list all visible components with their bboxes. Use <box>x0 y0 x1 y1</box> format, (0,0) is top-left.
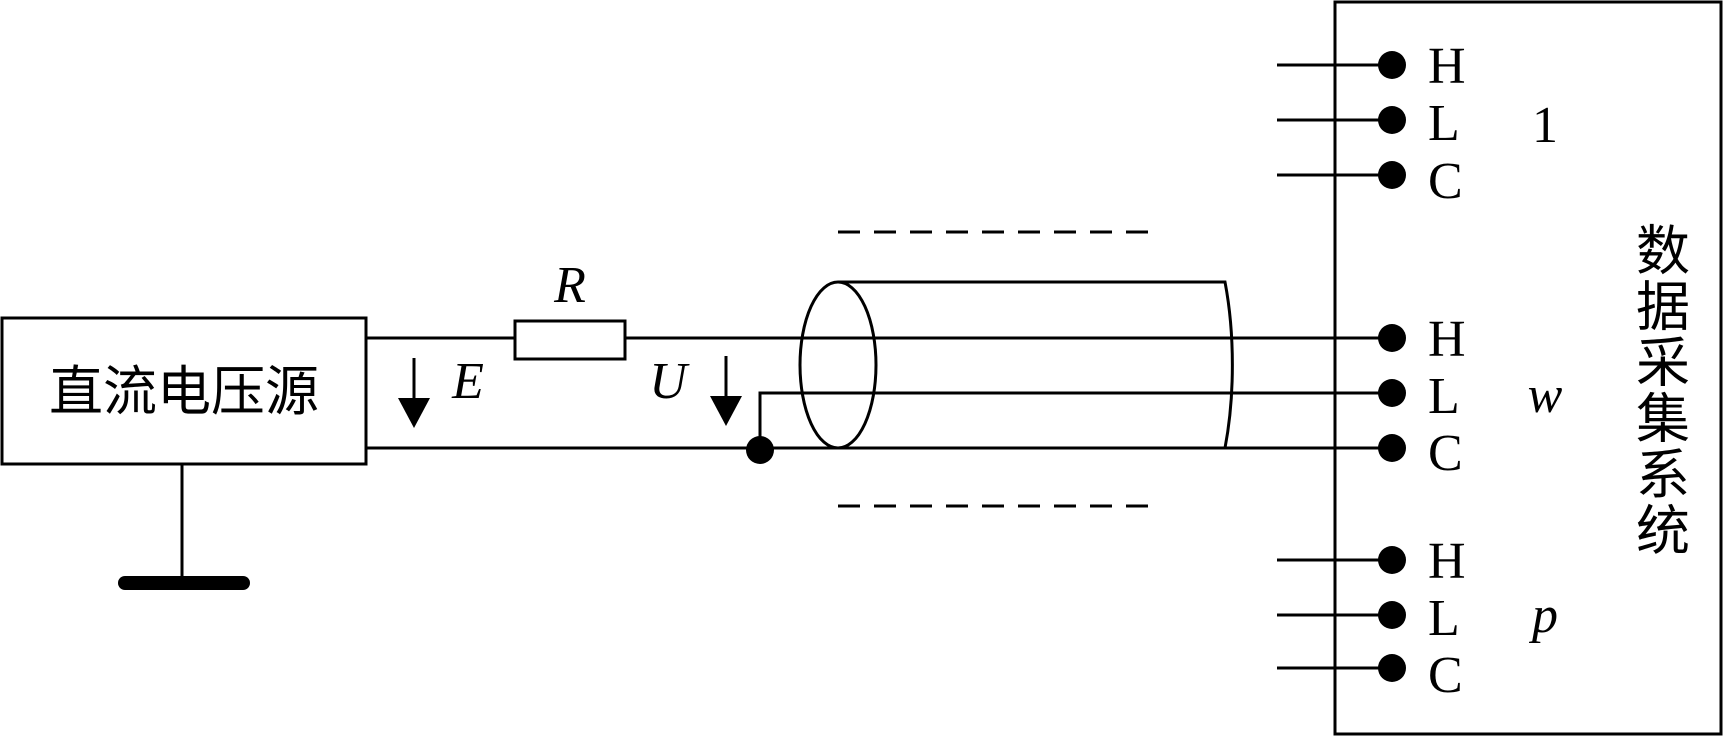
junction-dot <box>746 436 774 464</box>
terminal-dot <box>1378 654 1406 682</box>
arrow-u-head <box>710 396 742 426</box>
terminal-dot <box>1378 546 1406 574</box>
terminal-dot <box>1378 324 1406 352</box>
channel-1-label: 1 <box>1532 97 1558 154</box>
daq-label: 数据采集系统 <box>1627 222 1690 558</box>
daq-box <box>1333 0 1723 736</box>
chp-terminal-l: L <box>1428 590 1460 647</box>
chw-terminal-c: C <box>1428 425 1463 482</box>
terminal-dot <box>1378 161 1406 189</box>
terminal-dot <box>1378 434 1406 462</box>
chp-terminal-c: C <box>1428 647 1463 704</box>
terminal-dot <box>1378 379 1406 407</box>
middle-wire <box>758 391 1392 448</box>
channel-w-label: w <box>1528 367 1563 424</box>
arrow-e-head <box>398 398 430 428</box>
ch1-terminal-l: L <box>1428 95 1460 152</box>
resistor <box>513 319 627 361</box>
channel-p-label: p <box>1528 587 1558 644</box>
cable-end-ellipse <box>798 280 878 450</box>
ch1-terminal-h: H <box>1428 38 1466 95</box>
ch1-terminal-c: C <box>1428 153 1463 210</box>
dc-source-label: 直流电压源 <box>49 360 319 423</box>
terminal-dot <box>1378 51 1406 79</box>
resistor-label: R <box>553 257 586 314</box>
cable-body <box>838 280 1234 450</box>
chp-terminal-h: H <box>1428 533 1466 590</box>
chw-terminal-l: L <box>1428 368 1460 425</box>
measured-voltage-label: U <box>649 353 690 410</box>
terminal-dot <box>1378 601 1406 629</box>
chw-terminal-h: H <box>1428 311 1466 368</box>
source-voltage-label: E <box>451 353 484 410</box>
dc-source-box <box>0 316 368 466</box>
terminal-dot <box>1378 106 1406 134</box>
